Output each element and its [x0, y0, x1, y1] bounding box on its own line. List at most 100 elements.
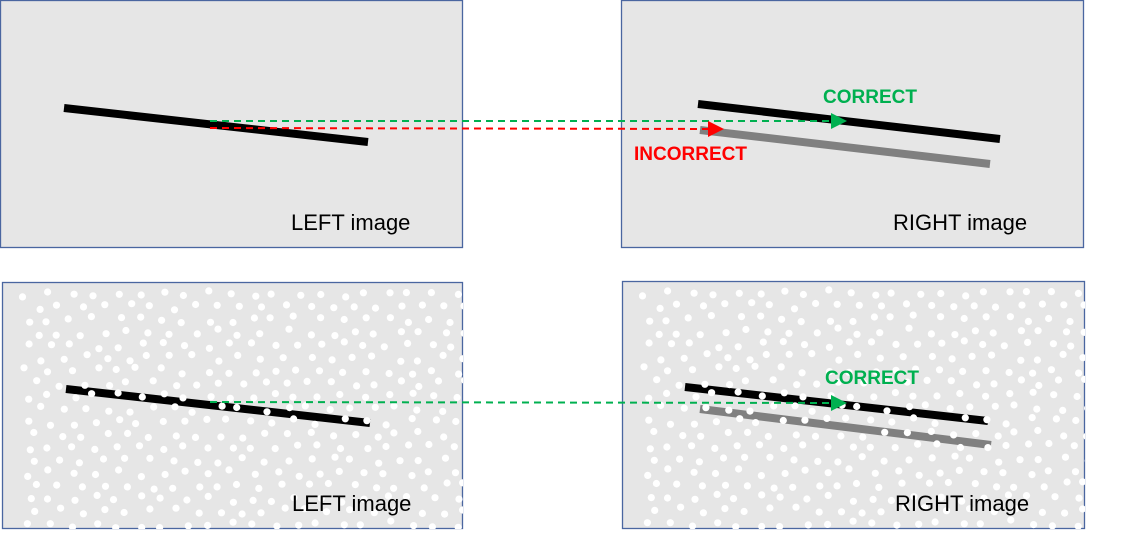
- texture-dot: [1080, 301, 1085, 309]
- texture-dot: [373, 484, 381, 492]
- texture-dot: [79, 510, 87, 518]
- texture-dot: [115, 290, 123, 298]
- texture-dot: [56, 456, 64, 464]
- texture-dot: [651, 506, 659, 514]
- texture-dot: [179, 442, 187, 450]
- texture-dot: [663, 443, 671, 451]
- texture-dot: [78, 483, 86, 491]
- texture-dot: [645, 394, 653, 402]
- texture-dot: [780, 444, 788, 453]
- texture-dot: [769, 376, 777, 384]
- texture-dot: [914, 440, 922, 448]
- texture-dot: [181, 417, 189, 425]
- texture-dot: [397, 328, 405, 336]
- texture-dot: [131, 363, 139, 371]
- texture-dot: [70, 469, 78, 477]
- texture-dot: [331, 332, 339, 340]
- texture-dot: [268, 419, 276, 427]
- texture-dot: [250, 314, 258, 322]
- texture-dot: [214, 459, 222, 467]
- texture-dot: [780, 389, 788, 397]
- texture-dot: [1022, 288, 1030, 296]
- texture-dot: [68, 367, 77, 375]
- texture-dot: [451, 469, 460, 477]
- texture-dot: [255, 484, 263, 492]
- texture-dot: [1010, 483, 1018, 491]
- texture-dot: [301, 402, 309, 410]
- texture-dot: [370, 509, 378, 517]
- texture-dot: [950, 431, 958, 439]
- texture-dot: [238, 454, 246, 462]
- texture-dot: [872, 368, 880, 376]
- texture-dot: [360, 495, 368, 503]
- texture-dot: [655, 330, 663, 338]
- texture-dot: [214, 379, 222, 387]
- texture-dot: [75, 459, 83, 467]
- texture-dot: [217, 509, 226, 517]
- texture-dot: [158, 316, 166, 324]
- texture-dot: [441, 454, 450, 462]
- texture-dot: [450, 443, 458, 451]
- texture-dot: [204, 521, 212, 529]
- texture-dot: [117, 314, 126, 322]
- texture-dot: [714, 519, 722, 527]
- texture-dot: [308, 353, 316, 362]
- texture-dot: [137, 291, 145, 299]
- texture-dot: [646, 317, 654, 325]
- texture-dot: [785, 329, 793, 337]
- texture-dot: [317, 314, 325, 322]
- texture-dot: [33, 377, 41, 385]
- texture-dot: [933, 392, 941, 400]
- texture-dot: [443, 479, 451, 487]
- texture-dot: [55, 382, 63, 390]
- texture-dot: [958, 497, 966, 505]
- texture-dot: [905, 456, 913, 464]
- texture-dot: [1025, 440, 1033, 448]
- texture-dot: [267, 290, 275, 298]
- texture-dot: [205, 287, 213, 295]
- texture-dot: [172, 504, 180, 512]
- texture-dot: [37, 402, 45, 410]
- texture-dot: [413, 357, 421, 365]
- texture-dot: [883, 407, 891, 415]
- texture-dot: [248, 520, 256, 528]
- texture-dot: [454, 523, 462, 529]
- texture-dot: [921, 504, 929, 512]
- texture-dot: [923, 376, 931, 384]
- texture-dot: [26, 446, 34, 454]
- texture-dot: [880, 457, 888, 465]
- texture-dot: [260, 458, 268, 466]
- texture-dot: [281, 504, 289, 512]
- texture-dot: [425, 315, 433, 324]
- texture-dot: [757, 290, 765, 298]
- texture-dot: [891, 389, 900, 397]
- texture-dot: [870, 393, 878, 401]
- texture-dot: [813, 380, 821, 388]
- texture-dot: [351, 481, 359, 489]
- texture-dot: [37, 357, 45, 365]
- texture-dot: [1061, 509, 1069, 517]
- texture-dot: [60, 405, 68, 413]
- texture-dot: [290, 494, 298, 502]
- texture-dot: [262, 378, 270, 386]
- texture-dot: [213, 483, 221, 491]
- texture-dot: [1022, 492, 1031, 500]
- texture-dot: [346, 404, 354, 412]
- texture-dot: [910, 493, 918, 501]
- texture-dot: [1062, 328, 1071, 336]
- texture-dot: [982, 392, 990, 400]
- texture-dot: [338, 498, 346, 506]
- texture-dot: [380, 343, 388, 351]
- texture-dot: [928, 454, 936, 462]
- texture-dot: [886, 313, 894, 321]
- texture-dot: [286, 404, 294, 412]
- texture-dot: [271, 445, 279, 453]
- texture-dot: [112, 365, 120, 374]
- texture-dot: [799, 290, 808, 299]
- texture-dot: [112, 524, 120, 529]
- texture-dot: [982, 367, 990, 375]
- texture-dot: [721, 481, 730, 489]
- texture-dot: [903, 429, 912, 437]
- texture-dot: [205, 369, 214, 377]
- texture-dot: [825, 286, 833, 294]
